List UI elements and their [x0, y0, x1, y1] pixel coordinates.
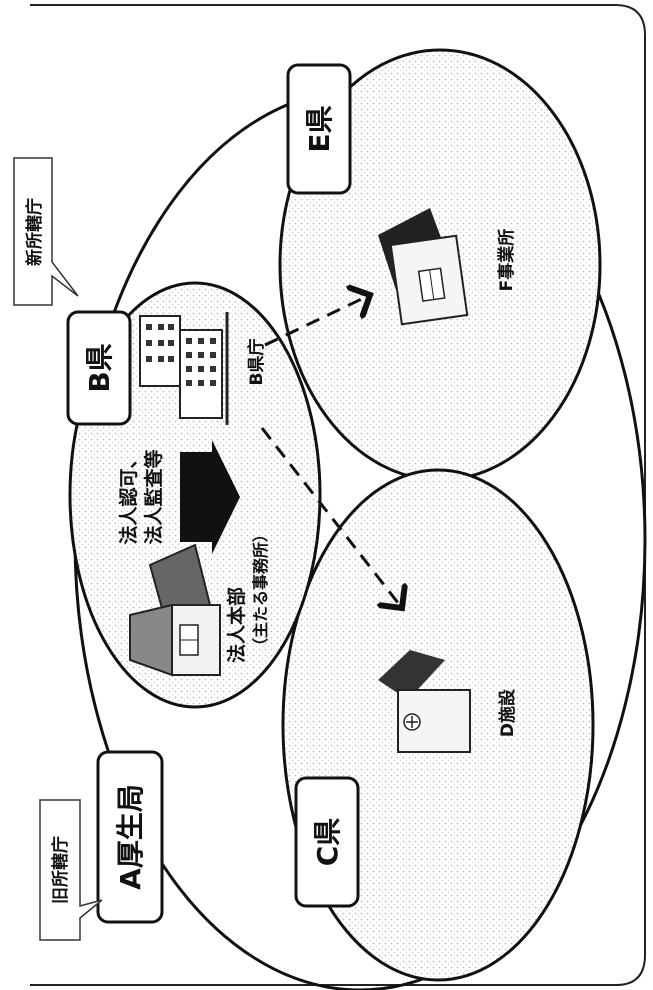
new-jurisdiction-label: 新所轄庁: [24, 198, 45, 266]
pref-c-label: C県: [311, 818, 344, 867]
b-pref-office-label: B県庁: [246, 339, 267, 386]
hq-sub-label: （主たる事務所）: [251, 526, 270, 654]
approval-label-line1: 法人認可、: [117, 449, 140, 544]
old-jurisdiction-callout: [40, 800, 102, 940]
approval-label-line2: 法人監査等: [142, 449, 165, 544]
bureau-a-label: A厚生局: [114, 784, 147, 890]
pref-b-label: B県: [83, 343, 116, 392]
f-office-label: F事業所: [496, 229, 517, 292]
pref-e-label: E県: [303, 105, 336, 152]
d-facility-label: D施設: [497, 688, 518, 737]
old-jurisdiction-label: 旧所轄庁: [50, 836, 71, 904]
hq-label: 法人本部: [225, 587, 248, 663]
new-jurisdiction-callout: [14, 158, 78, 305]
